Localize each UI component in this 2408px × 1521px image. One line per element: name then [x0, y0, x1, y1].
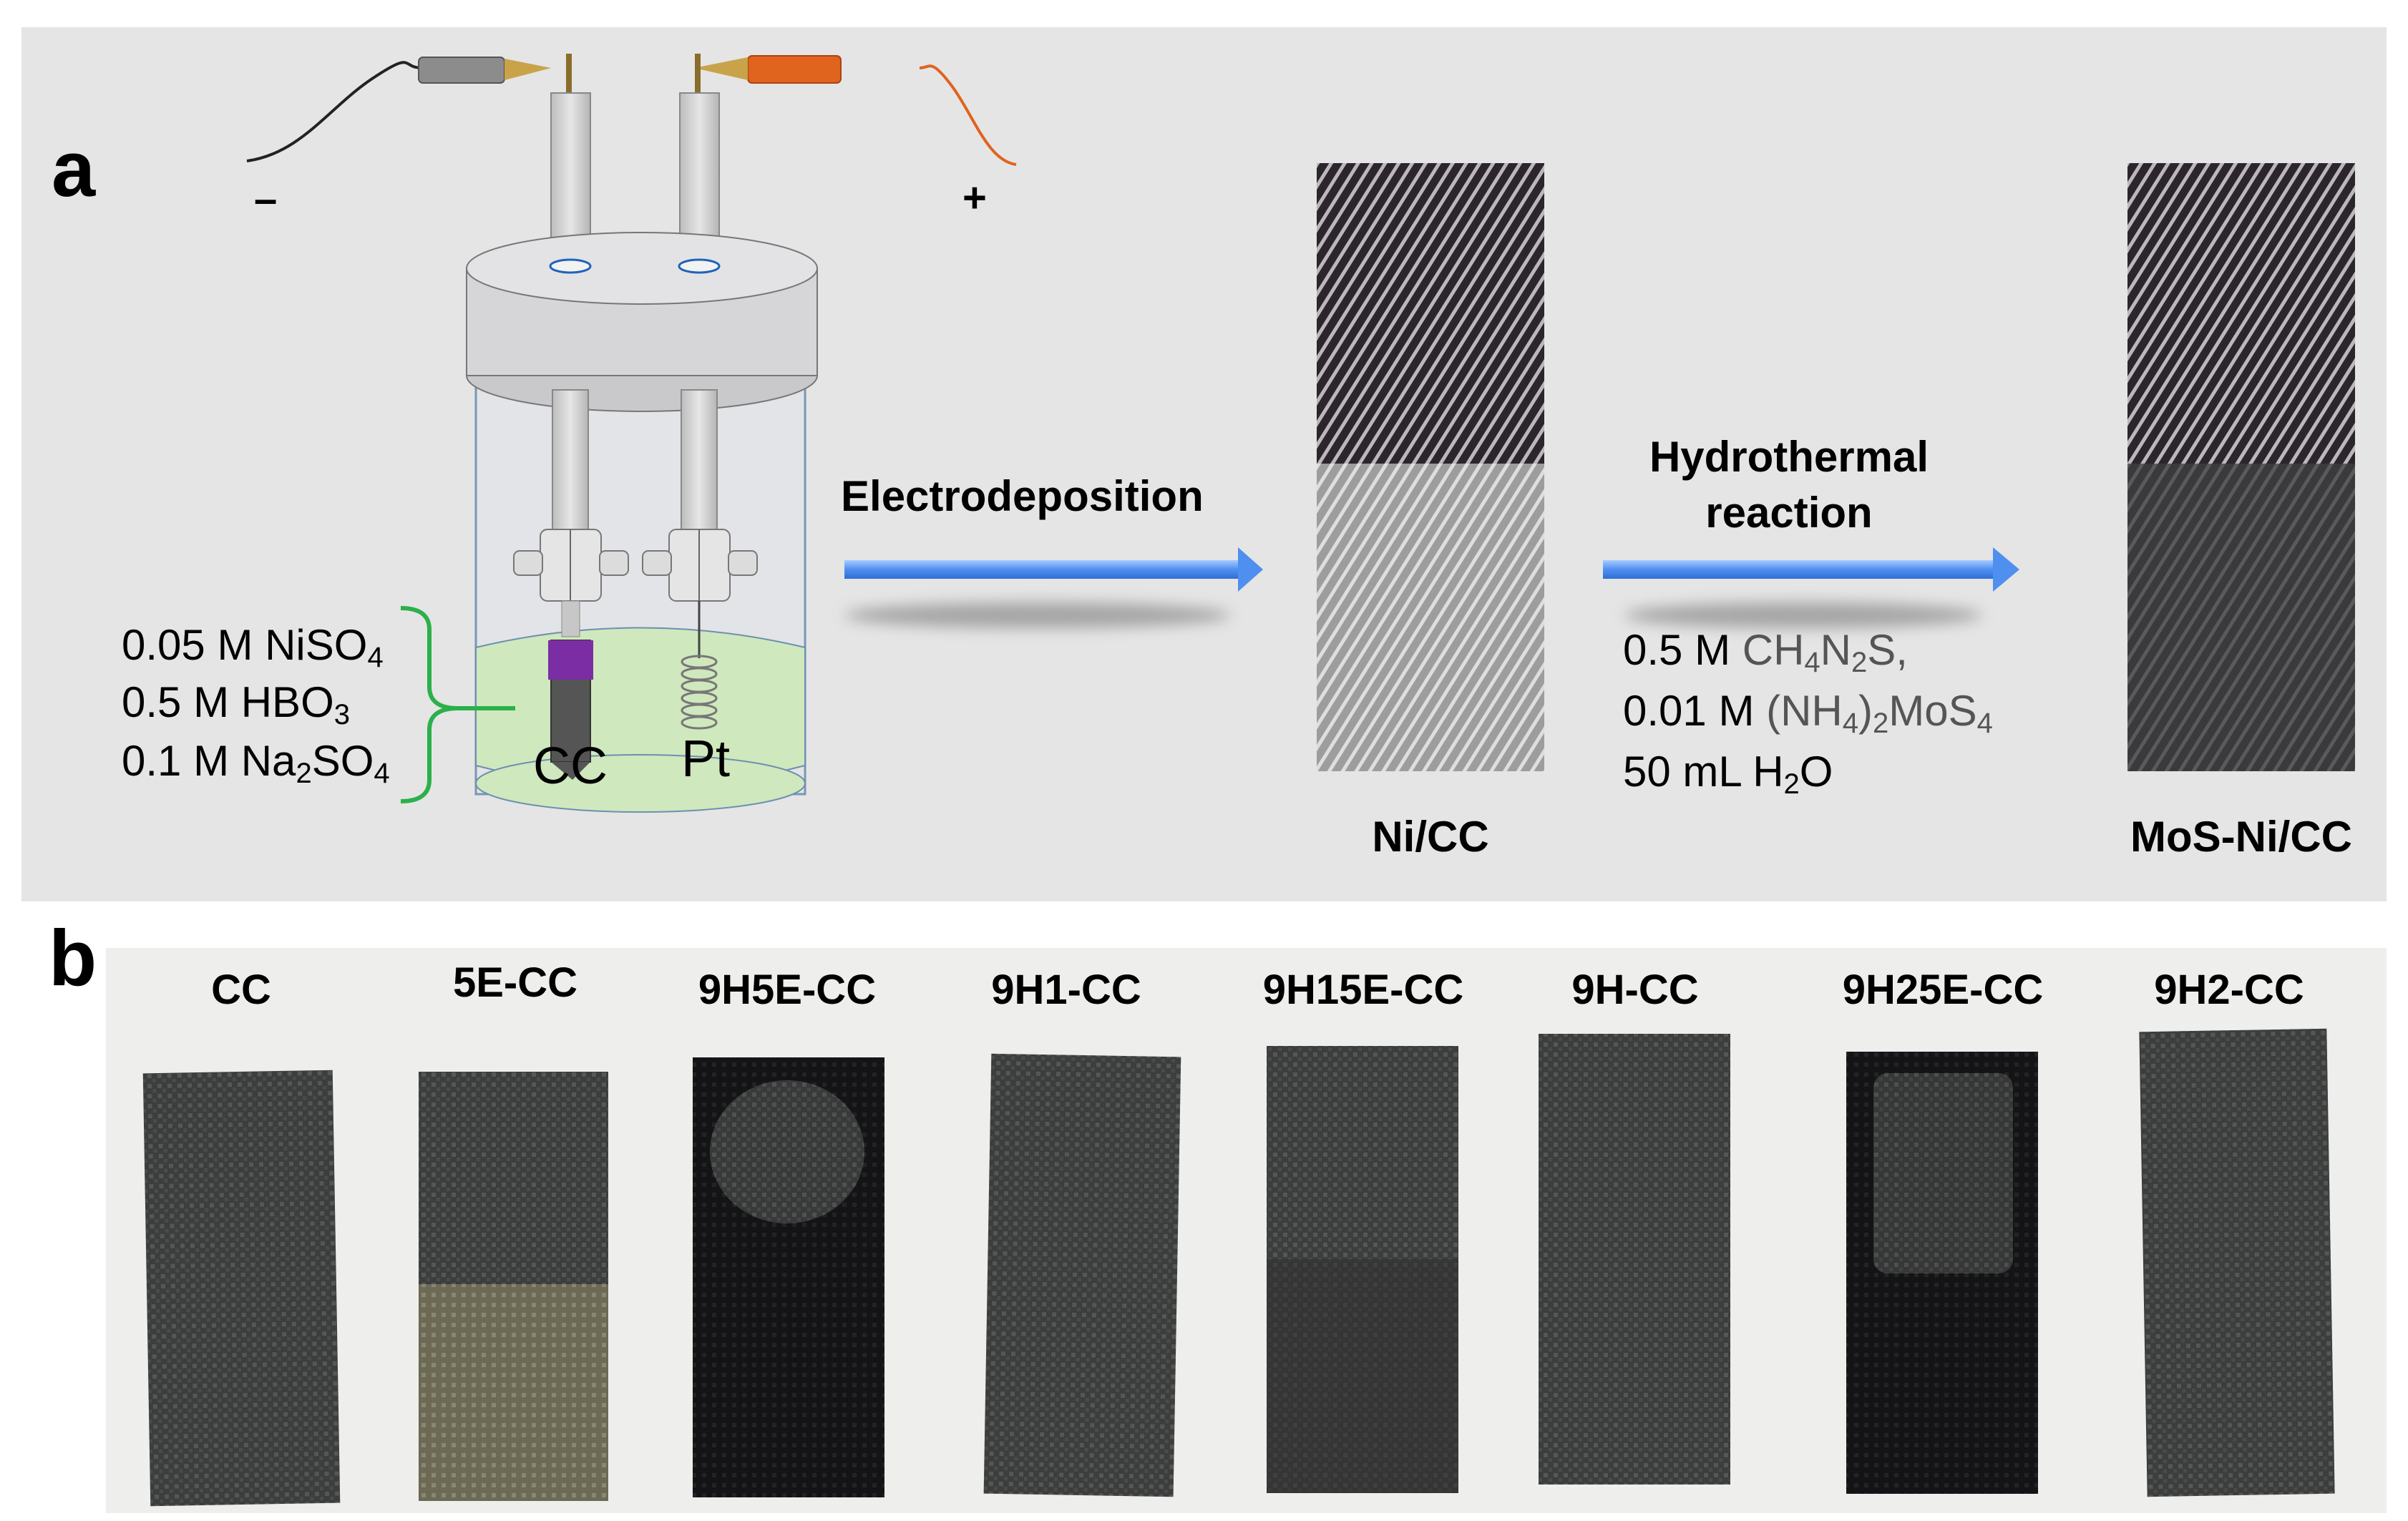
sample-label-9h15e-cc: 9H15E-CC	[1262, 967, 1464, 1013]
electrolyte-nickel-sulfate: 0.05 M NiSO4	[122, 621, 384, 673]
hydrothermal-arrow	[1603, 547, 2019, 628]
strip-9h15e-cc	[1267, 1046, 1458, 1493]
negative-terminal-sign: –	[254, 176, 278, 222]
sample-photo-strips	[142, 1028, 2335, 1507]
hydrothermal-conditions: 0.5 M CH4N2S, 0.01 M (NH4)2MoS4 50 mL H2…	[1623, 621, 1993, 803]
electrodeposition-label: Electrodeposition	[841, 472, 1204, 520]
strip-9h25e-cc	[1846, 1052, 2038, 1494]
clamp-band	[548, 640, 593, 680]
positive-terminal-sign: +	[962, 175, 987, 221]
sample-label-9h25e-cc: 9H25E-CC	[1842, 967, 2044, 1013]
positive-lead-connector	[747, 55, 842, 84]
strip-9h1-cc	[983, 1053, 1181, 1497]
strip-5e-cc	[419, 1072, 608, 1501]
strip-9h-cc	[1539, 1034, 1730, 1485]
strip-9h2-cc	[2139, 1028, 2335, 1497]
panel-b-letter: b	[49, 914, 97, 1002]
positive-lead-wire	[919, 64, 1017, 166]
negative-lead-connector	[418, 57, 505, 84]
electrolyte-sodium-sulfate: 0.1 M Na2SO4	[122, 737, 390, 789]
sample-label-9h2-cc: 9H2-CC	[2154, 967, 2304, 1013]
mos-ni-cc-label: MoS-Ni/CC	[2130, 813, 2352, 861]
counter-electrode-label: Pt	[681, 730, 731, 788]
ni-cc-swatch	[1317, 163, 1544, 771]
mos-ni-cc-swatch	[2127, 163, 2355, 771]
condition-thiourea: 0.5 M CH4N2S,	[1623, 626, 1908, 678]
sample-label-9h-cc: 9H-CC	[1571, 967, 1699, 1013]
ni-cc-label: Ni/CC	[1372, 813, 1489, 861]
sample-label-9h1-cc: 9H1-CC	[991, 967, 1141, 1013]
sample-label-9h5e-cc: 9H5E-CC	[698, 967, 877, 1013]
panel-a-background	[21, 27, 2387, 901]
panel-a-letter: a	[52, 125, 96, 213]
hydrothermal-reaction-label: Hydrothermal reaction	[1649, 433, 1929, 537]
working-electrode-label: CC	[533, 738, 608, 795]
electrolyte-boric-acid: 0.5 M HBO3	[122, 678, 350, 730]
condition-ammonium-thiomolybdate: 0.01 M (NH4)2MoS4	[1623, 687, 1993, 739]
platinum-coil	[681, 655, 718, 730]
strip-9h5e-cc	[693, 1057, 884, 1497]
sample-label-5e-cc: 5E-CC	[452, 959, 578, 1006]
sample-label-cc: CC	[211, 967, 271, 1013]
electrochemical-cell	[246, 54, 1017, 813]
electrolyte-bracket	[400, 606, 515, 803]
strip-cc	[142, 1070, 341, 1507]
electrodeposition-arrow	[844, 547, 1263, 628]
condition-water: 50 mL H2O	[1623, 748, 1833, 800]
negative-lead-wire	[246, 61, 423, 162]
